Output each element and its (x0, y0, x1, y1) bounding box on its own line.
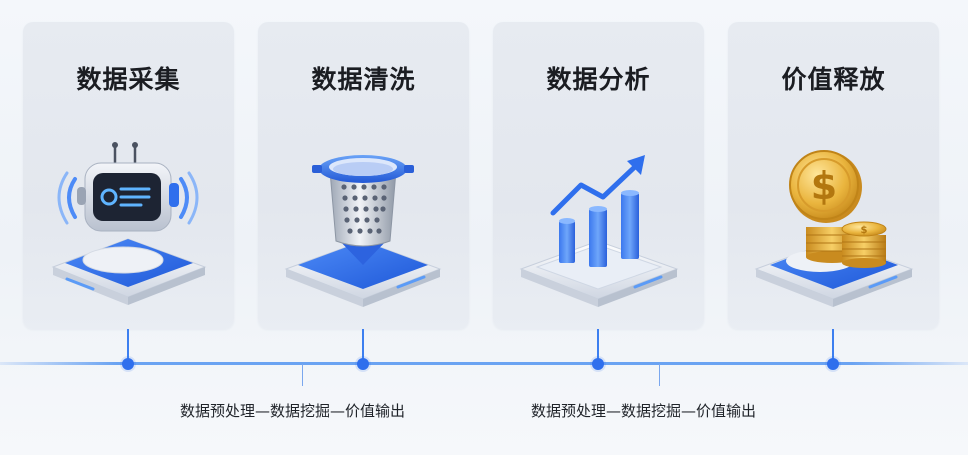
timeline-dot (357, 358, 369, 370)
dollar-coins-icon: $ $ (728, 117, 939, 307)
connector-tick (127, 329, 129, 365)
filter-funnel-icon (258, 117, 469, 307)
caption-tick (659, 364, 660, 386)
process-caption: 数据预处理—数据挖掘—价值输出 (180, 402, 406, 420)
timeline-dot (122, 358, 134, 370)
caption-tick (302, 364, 303, 386)
timeline-dot (592, 358, 604, 370)
robot-sensor-icon (23, 117, 234, 307)
stage-title: 数据清洗 (311, 65, 416, 94)
timeline-dot (827, 358, 839, 370)
stage-title: 价值释放 (781, 65, 886, 94)
svg-text:$: $ (861, 225, 868, 236)
stage-card-value-release: 价值释放 (728, 22, 939, 329)
timeline-line (0, 362, 968, 365)
connector-tick (362, 329, 364, 365)
stage-card-data-analysis: 数据分析 (493, 22, 704, 329)
stage-card-data-cleaning: 数据清洗 (258, 22, 469, 329)
bar-chart-growth-icon (493, 117, 704, 307)
stage-card-data-collection: 数据采集 (23, 22, 234, 329)
svg-text:$: $ (811, 164, 837, 208)
stage-title: 数据采集 (76, 65, 181, 94)
connector-tick (597, 329, 599, 365)
process-caption: 数据预处理—数据挖掘—价值输出 (531, 402, 757, 420)
stage-title: 数据分析 (546, 65, 651, 94)
connector-tick (832, 329, 834, 365)
